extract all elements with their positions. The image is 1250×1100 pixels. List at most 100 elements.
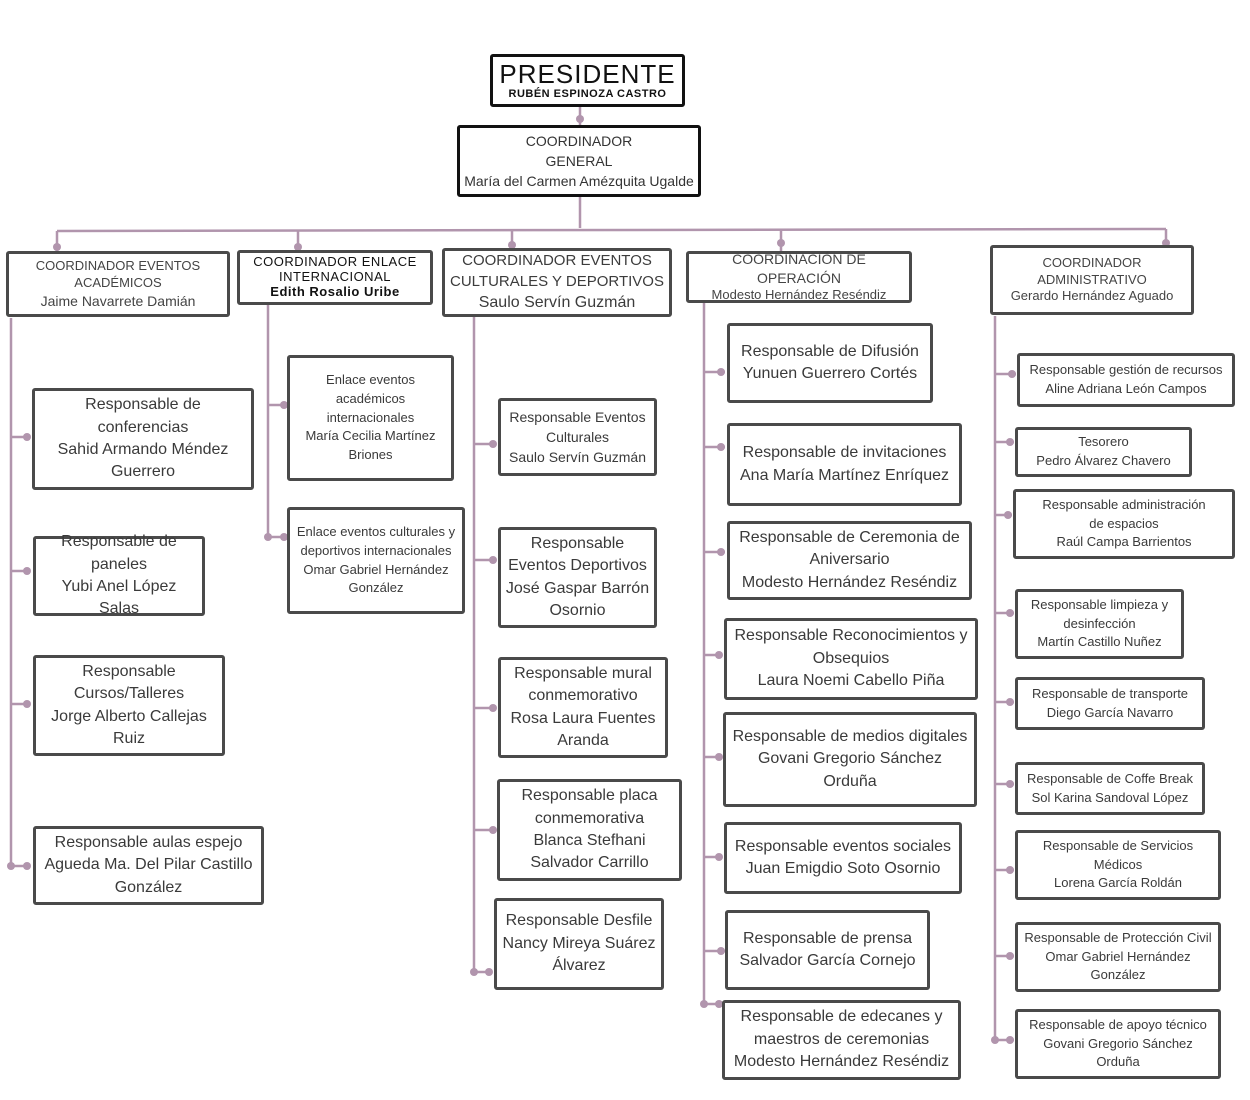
international-item-0: Enlace eventos académicos internacionale… [287,355,454,481]
coordinator-academic-line2: ACADÉMICOS [74,274,162,290]
item-text: Responsable [82,662,176,680]
cultural-item-4: Responsable Desfile Nancy Mireya Suárez … [494,898,664,990]
president-box: PRESIDENTE RUBÉN ESPINOZA CASTRO [490,54,685,107]
item-text: conferencias [97,418,189,436]
item-text: Juan Emigdio Soto Osornio [745,860,941,877]
item-text: González [348,580,404,596]
cultural-item-0: Responsable Eventos Culturales Saulo Ser… [498,398,657,476]
item-text: Jorge Alberto Callejas [51,707,207,725]
item-text: Responsable limpieza y [1030,596,1169,612]
item-text: Responsable eventos sociales [734,837,952,855]
operation-item-7: Responsable de edecanes y maestros de ce… [722,1000,961,1080]
operation-item-4: Responsable de medios digitales Govani G… [723,712,977,807]
admin-item-0: Responsable gestión de recursos Aline Ad… [1017,353,1235,407]
coordinator-cultural-line1: COORDINADOR EVENTOS [462,252,652,270]
coordinator-international-line2: INTERNACIONAL [279,269,391,285]
cultural-item-2: Responsable mural conmemorativo Rosa Lau… [498,657,668,758]
operation-item-3: Responsable Reconocimientos y Obsequios … [724,618,978,700]
president-name: RUBÉN ESPINOZA CASTRO [508,88,667,101]
item-text: Responsable [530,534,625,552]
general-name: María del Carmen Amézquita Ugalde [464,173,694,190]
item-text: Yubi Anel López Salas [61,578,177,618]
coordinator-academic-box: COORDINADOR EVENTOS ACADÉMICOS Jaime Nav… [6,251,230,317]
coordinator-international-name: Edith Rosalio Uribe [270,283,400,299]
item-text: Cursos/Talleres [73,685,185,703]
operation-item-6: Responsable de prensa Salvador García Co… [725,910,930,990]
admin-item-1: Tesorero Pedro Álvarez Chavero [1015,427,1192,477]
coordinator-international-line1: COORDINADOR ENLACE [253,254,417,270]
item-text: Responsable Eventos [509,408,646,425]
item-text: Responsable administración [1042,496,1206,512]
item-text: deportivos internacionales [300,542,452,558]
item-text: Responsable de Ceremonia de [739,528,960,546]
item-text: Responsable de prensa [742,929,912,947]
item-text: Salvador García Cornejo [739,952,916,969]
item-text: Modesto Hernández Reséndiz [733,1053,950,1071]
coordinator-international-box: COORDINADOR ENLACE INTERNACIONAL Edith R… [237,250,433,305]
item-text: Álvarez [552,957,606,975]
item-text: Responsable de Difusión [741,342,919,360]
admin-item-6: Responsable de Servicios Médicos Lorena … [1015,830,1221,900]
item-text: Responsable Reconocimientos y [734,627,968,645]
item-text: Tesorero [1078,434,1129,450]
item-text: Lorena García Roldán [1054,875,1182,891]
item-text: Eventos Deportivos [508,557,647,575]
item-text: Responsable de edecanes y [740,1008,943,1026]
item-text: Obsequios [812,649,890,667]
item-text: internacionales [326,409,415,425]
item-text: Ana María Martínez Enríquez [740,466,949,484]
coordinator-operation-line1: COORDINACIÓN DE OPERACIÓN [732,251,866,286]
item-text: José Gaspar Barrón [505,579,650,597]
coordinator-cultural-name: Saulo Servín Guzmán [478,293,636,311]
coordinator-academic-name: Jaime Navarrete Damián [40,292,196,309]
item-text: maestros de ceremonias [753,1030,930,1048]
item-text: Responsable de transporte [1031,685,1189,701]
coordinator-cultural-line2: CULTURALES Y DEPORTIVOS [450,272,664,290]
operation-item-1: Responsable de invitaciones Ana María Ma… [727,423,962,506]
item-text: Responsable Desfile [505,912,653,930]
academic-item-0: Responsable de conferencias Sahid Armand… [32,388,254,490]
item-text: Sol Karina Sandoval López [1031,789,1189,805]
admin-item-4: Responsable de transporte Diego García N… [1015,677,1205,730]
admin-item-7: Responsable de Protección Civil Omar Gab… [1015,922,1221,992]
international-item-1: Enlace eventos culturales y deportivos i… [287,507,465,614]
item-text: Responsable placa [521,787,658,805]
item-text: Saulo Servín Guzmán [509,449,646,466]
item-text: Martín Castillo Nuñez [1037,634,1162,650]
item-text: Médicos [1093,856,1143,872]
item-text: Nancy Mireya Suárez [502,934,656,952]
item-text: Diego García Navarro [1046,704,1174,720]
item-text: Responsable de apoyo técnico [1029,1016,1207,1032]
item-text: Responsable de Servicios [1042,837,1194,853]
item-text: Guerrero [110,463,176,481]
academic-item-3: Responsable aulas espejo Agueda Ma. Del … [33,826,264,905]
item-text: Yunuen Guerrero Cortés [742,365,918,382]
cultural-item-3: Responsable placa conmemorativa Blanca S… [497,779,682,881]
operation-item-0: Responsable de Difusión Yunuen Guerrero … [727,323,933,403]
admin-item-2: Responsable administración de espacios R… [1013,489,1235,559]
item-text: conmemorativa [534,809,645,827]
item-text: Rosa Laura Fuentes [510,709,656,727]
item-text: Enlace eventos culturales y [296,523,456,539]
item-text: Responsable de invitaciones [742,444,947,462]
item-text: Govani Gregorio Sánchez [757,750,943,768]
item-text: Responsable aulas espejo [54,833,243,851]
item-text: Govani Gregorio Sánchez [1043,1035,1193,1051]
item-text: paneles [90,555,148,573]
item-text: Responsable de Protección Civil [1024,929,1212,945]
coordinator-academic-line1: COORDINADOR EVENTOS [35,258,201,274]
academic-item-1: Responsable de paneles Yubi Anel López S… [33,533,205,617]
general-coordinator-box: COORDINADOR GENERAL María del Carmen Amé… [457,125,701,197]
item-text: Responsable de medios digitales [732,727,968,745]
operation-item-5: Responsable eventos sociales Juan Emigdi… [724,822,962,894]
coordinator-admin-line2: ADMINISTRATIVO [1037,271,1147,287]
item-text: Briones [348,447,393,463]
item-text: Orduña [1096,1054,1140,1070]
coordinator-operation-box: COORDINACIÓN DE OPERACIÓN Modesto Hernán… [686,251,912,303]
academic-item-2: Responsable Cursos/Talleres Jorge Albert… [33,655,225,756]
item-text: de espacios [1089,515,1159,531]
item-text: Aniversario [809,551,890,569]
general-line2: GENERAL [545,152,613,169]
item-text: Aline Adriana León Campos [1045,381,1207,396]
